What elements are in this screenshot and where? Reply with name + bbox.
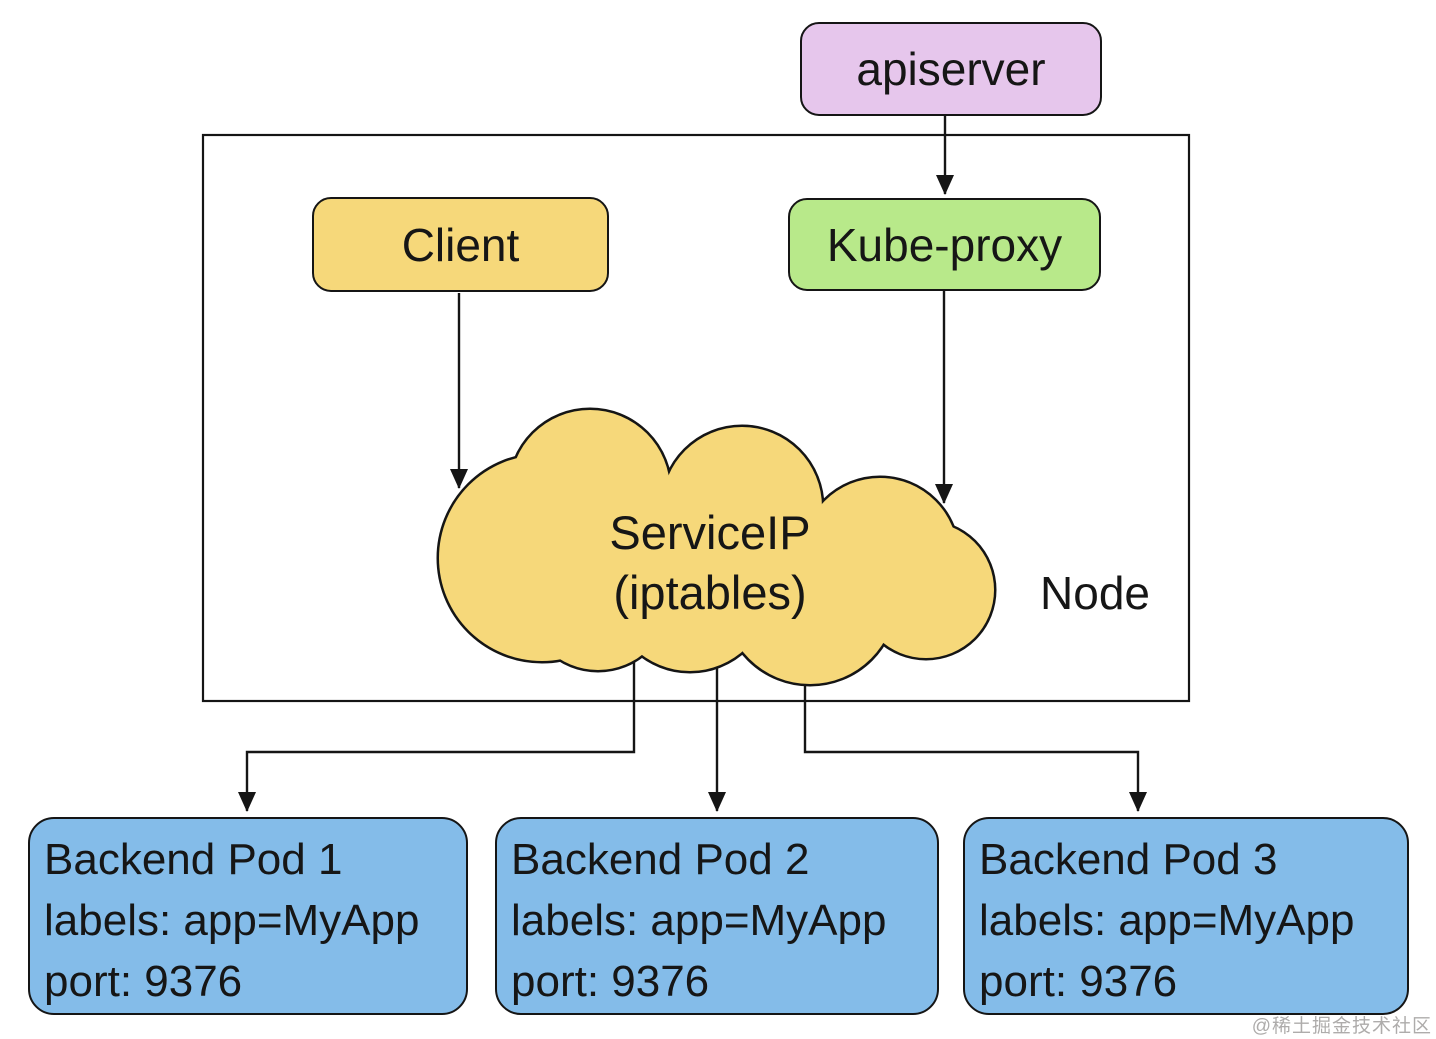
apiserver-label: apiserver [856,43,1046,95]
backend-pod-2-box: Backend Pod 2 labels: app=MyApp port: 93… [495,817,939,1015]
connector-serviceip-to-pod1 [238,590,636,812]
serviceip-label-line2: (iptables) [613,566,807,619]
pod-labels: labels: app=MyApp [979,896,1355,945]
node-label: Node [1040,567,1150,619]
client-label: Client [401,218,520,271]
node-boundary [201,133,1191,703]
pod-title: Backend Pod 2 [511,835,810,884]
pod-labels: labels: app=MyApp [511,896,887,945]
pod-port: port: 9376 [979,957,1178,1006]
pod-port: port: 9376 [44,957,243,1006]
kube-proxy-box: Kube-proxy [788,198,1101,291]
serviceip-label: ServiceIP (iptables) [485,503,935,623]
backend-pod-3-box: Backend Pod 3 labels: app=MyApp port: 93… [963,817,1409,1015]
client-box: Client [312,197,609,292]
serviceip-cloud-fill [439,410,994,684]
pod-labels: labels: app=MyApp [44,896,420,945]
apiserver-box: apiserver [800,22,1102,116]
pod-title: Backend Pod 1 [44,835,343,884]
serviceip-label-line1: ServiceIP [609,506,811,559]
backend-pod-1-box: Backend Pod 1 labels: app=MyApp port: 93… [28,817,468,1015]
watermark: @稀土掘金技术社区 [1251,1016,1432,1037]
kube-proxy-label: Kube-proxy [826,218,1063,271]
pod-port: port: 9376 [511,957,710,1006]
pod-title: Backend Pod 3 [979,835,1278,884]
